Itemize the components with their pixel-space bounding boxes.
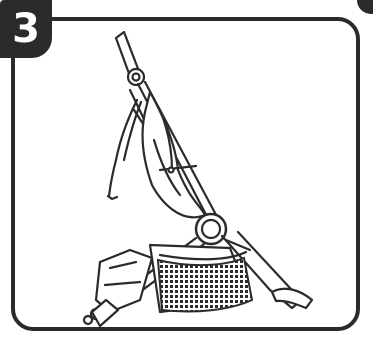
footrest [270, 287, 314, 310]
shoulder-strap [107, 98, 139, 198]
step-number-badge: 3 [0, 0, 52, 58]
wheel-assembly [94, 248, 154, 314]
mesh-basket [156, 256, 254, 313]
seat-fabric [141, 90, 207, 219]
step-number: 3 [12, 6, 40, 52]
corner-decoration [357, 0, 373, 14]
